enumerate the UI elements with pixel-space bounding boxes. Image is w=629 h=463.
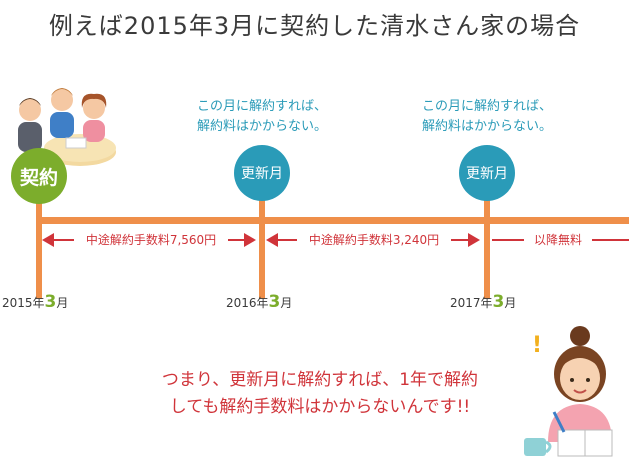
period-fee-2: 中途解約手数料3,240円 (297, 232, 451, 248)
year-label-2017: 2017年3月 (450, 292, 517, 312)
family-illustration (18, 88, 116, 166)
period-free: 以降無料 (524, 232, 592, 248)
period-fee-1: 中途解約手数料7,560円 (74, 232, 228, 248)
year-label-2015: 2015年3月 (2, 292, 69, 312)
contract-milestone: 契約 (11, 148, 67, 204)
svg-text:!: ! (532, 333, 542, 358)
woman-illustration: ! (524, 326, 613, 457)
renewal-note-2: この月に解約すれば、 解約料はかからない。 (421, 99, 552, 134)
timeline-marker-2015 (36, 195, 42, 299)
summary-text: つまり、更新月に解約すれば、1年で解約 しても解約手数料はかからないんです!! (161, 370, 479, 417)
timeline-marker-2016 (259, 195, 265, 299)
renewal-milestone-1: 更新月 (234, 145, 290, 201)
page-title: 例えば2015年3月に契約した清水さん家の場合 (48, 12, 581, 40)
timeline-marker-2017 (484, 195, 490, 299)
year-label-2016: 2016年3月 (226, 292, 293, 312)
timeline-axis (36, 217, 629, 224)
renewal-note-1: この月に解約すれば、 解約料はかからない。 (196, 99, 327, 134)
renewal-milestone-2: 更新月 (459, 145, 515, 201)
